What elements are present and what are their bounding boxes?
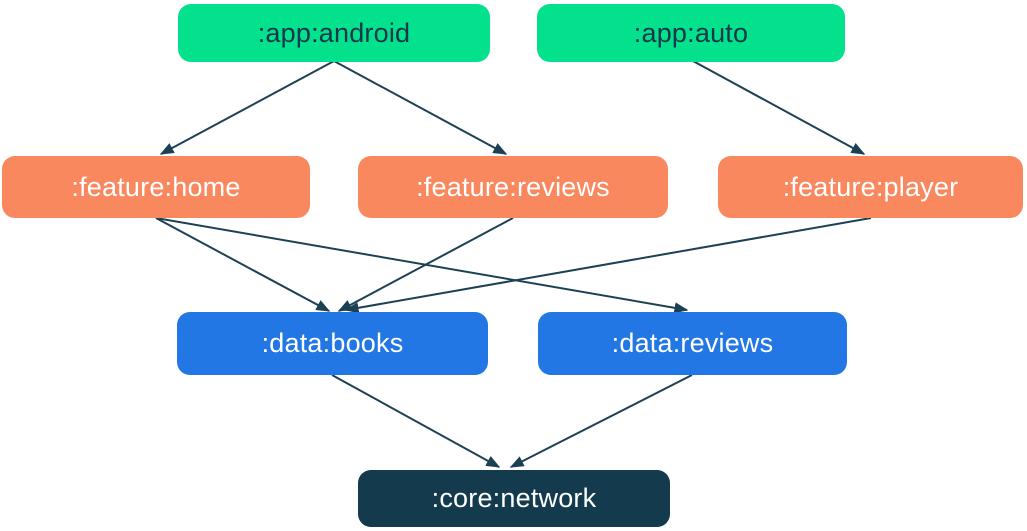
edge-feature-home-to-data-books: [155, 217, 331, 312]
edge-feature-player-to-data-books: [344, 217, 872, 314]
node-core-network: :core:network: [358, 470, 670, 527]
edge-data-reviews-to-core-network: [509, 374, 693, 468]
node-feature-home: :feature:home: [2, 156, 310, 218]
edge-data-books-to-core-network: [331, 374, 501, 468]
edge-app-android-to-feature-home: [159, 60, 335, 155]
node-data-reviews: :data:reviews: [538, 312, 847, 375]
edge-app-auto-to-feature-player: [692, 60, 866, 155]
node-app-auto: :app:auto: [537, 4, 845, 62]
edge-feature-home-to-data-reviews: [155, 217, 689, 314]
node-data-books: :data:books: [177, 312, 488, 375]
node-feature-player: :feature:player: [718, 156, 1023, 218]
node-feature-reviews: :feature:reviews: [358, 156, 668, 218]
edge-app-android-to-feature-reviews: [333, 60, 508, 155]
edge-feature-reviews-to-data-books: [337, 217, 514, 312]
node-app-android: :app:android: [178, 4, 490, 62]
